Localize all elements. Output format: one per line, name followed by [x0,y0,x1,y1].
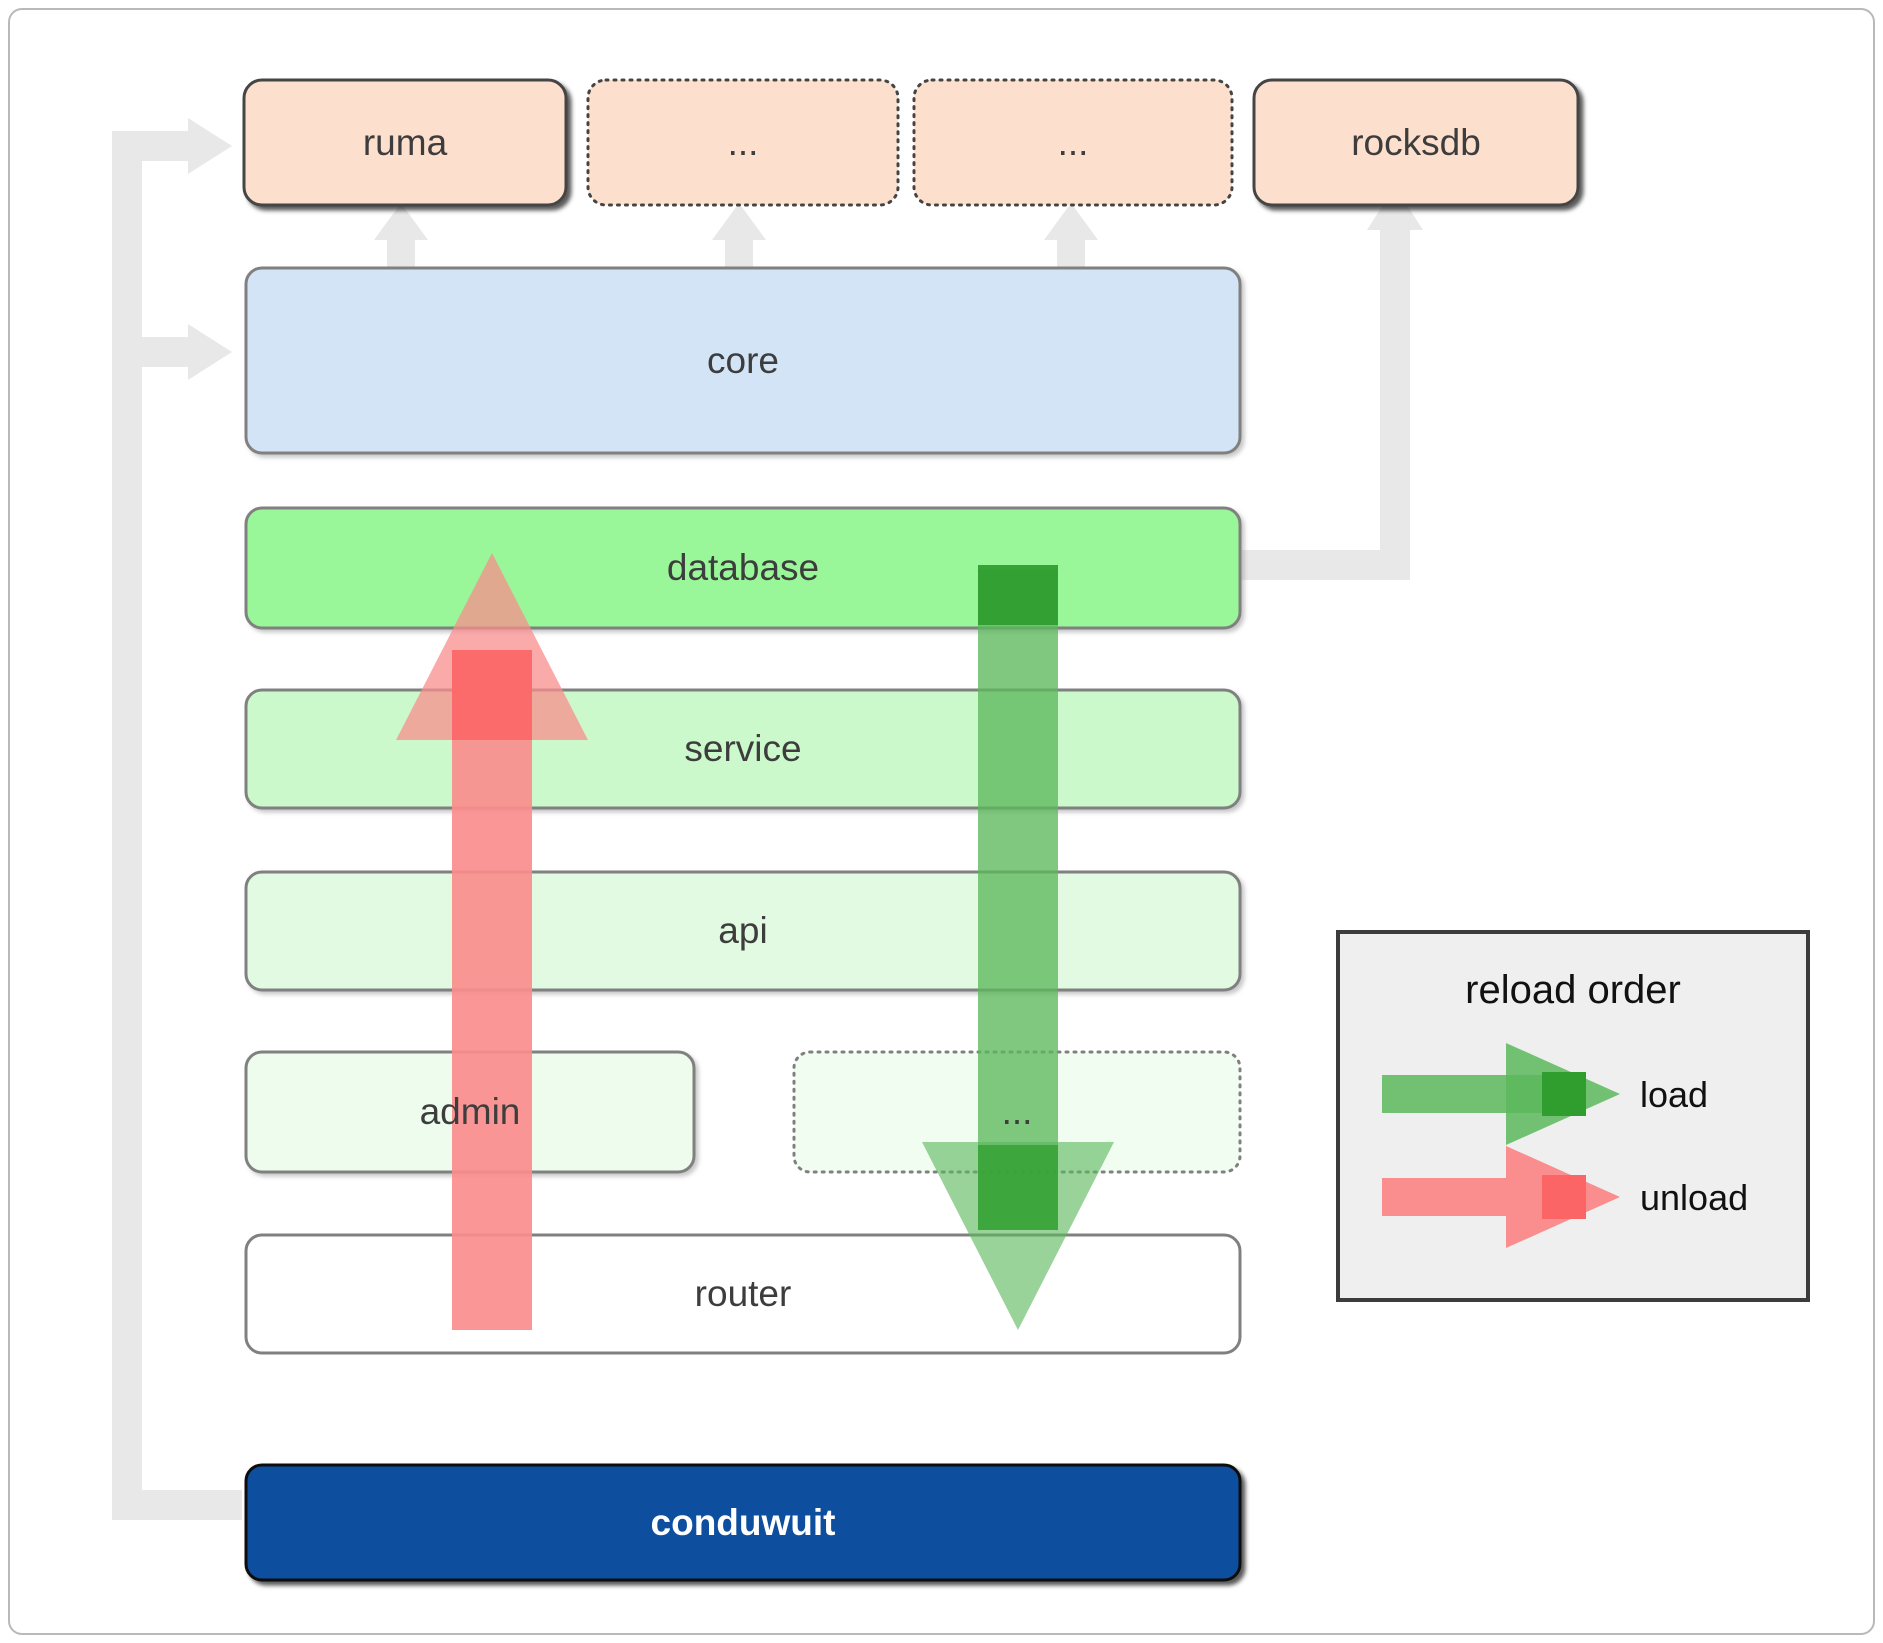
load-flow-arrow [922,565,1114,1330]
external-crate-ellipsis-2[interactable] [912,78,1234,207]
legend-arrow-load [1382,1043,1620,1145]
unload-flow-arrow [396,553,588,1330]
external-crate-ellipsis-1[interactable] [586,78,900,207]
layer-core[interactable] [244,266,1242,455]
connector-conduwuit-to-deps [112,118,242,1520]
root-crate-conduwuit[interactable] [244,1463,1242,1582]
external-crate-rocksdb[interactable] [1252,78,1580,207]
connector-core-to-externals [374,203,1098,278]
legend-arrow-unload [1382,1146,1620,1248]
layer-service[interactable] [244,688,1242,810]
layer-database[interactable] [244,506,1242,630]
external-crate-ruma[interactable] [242,78,568,207]
layer-api[interactable] [244,870,1242,992]
layer-router[interactable] [244,1233,1242,1355]
